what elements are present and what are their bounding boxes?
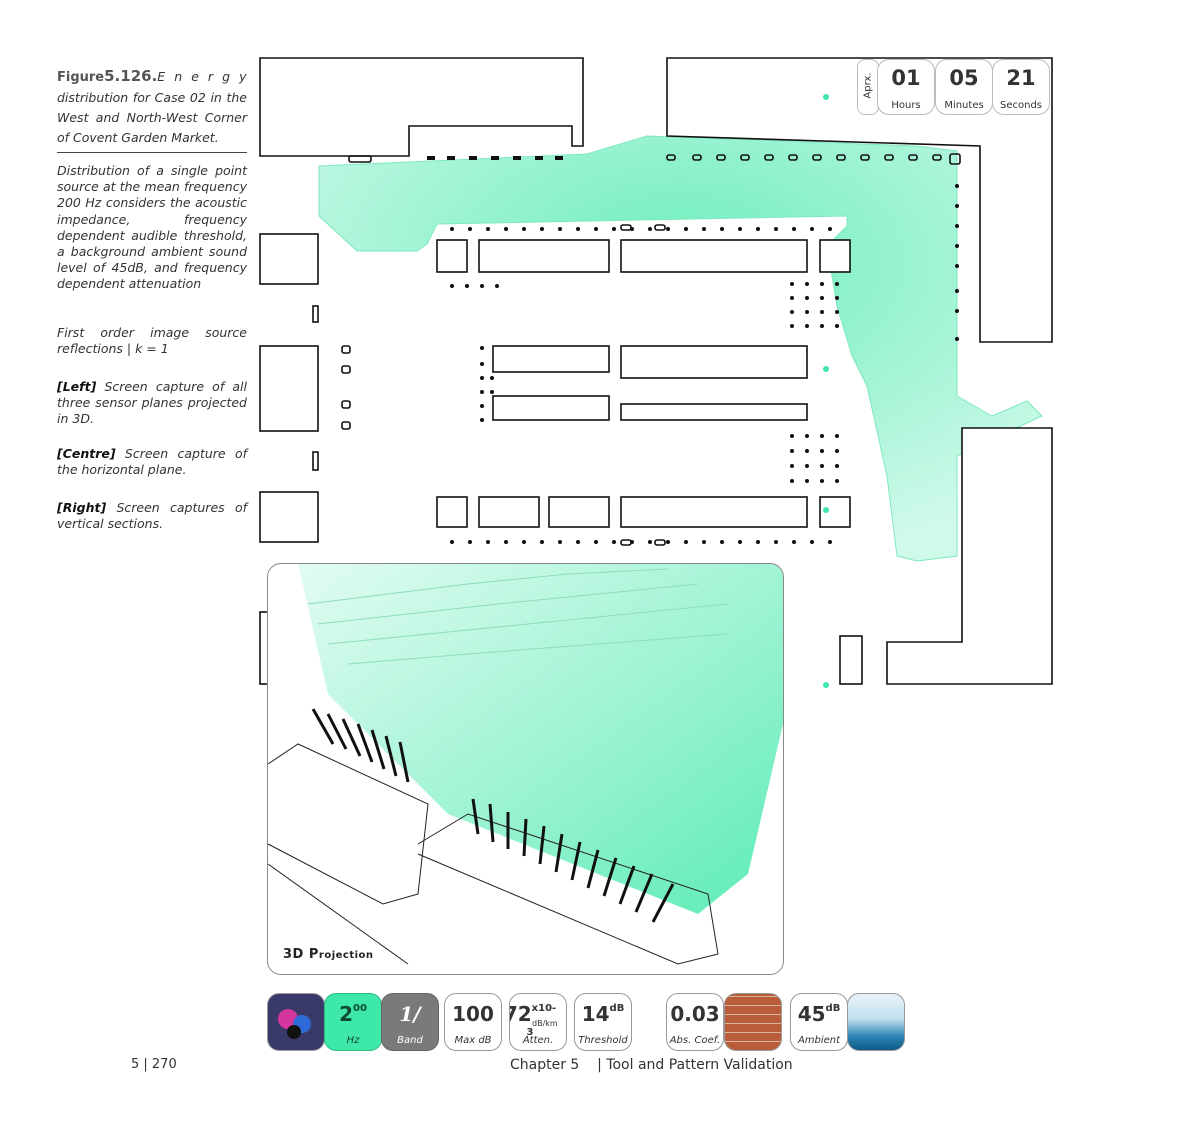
energy-volume <box>298 564 783 914</box>
description-centre: [Centre] Screen capture of the horizonta… <box>57 446 247 478</box>
contour-lines <box>307 568 729 665</box>
band-tile: 1/ Band <box>381 993 439 1051</box>
projection-3d-panel <box>267 563 784 975</box>
page-number: 5 | 270 <box>131 1057 177 1072</box>
source-map-thumbnail <box>267 993 325 1051</box>
max-db-tile: 100 Max dB <box>444 993 502 1051</box>
column-bars <box>311 708 675 923</box>
description-distribution: Distribution of a single point source at… <box>57 163 247 292</box>
north-colonnade <box>341 153 961 546</box>
energy-field <box>318 135 1043 562</box>
ambient-tile: 45dB Ambient <box>790 993 848 1051</box>
sensor-points <box>823 94 829 688</box>
absorption-coefficient-tile: 0.03 Abs. Coef. <box>666 993 724 1051</box>
frequency-tile: 200 Hz <box>324 993 382 1051</box>
north-dashes <box>427 156 563 160</box>
brick-material-thumbnail <box>724 993 782 1051</box>
figure-title-rest: distribution for Case 02 in the West and… <box>57 90 247 145</box>
city-ambient-thumbnail <box>847 993 905 1051</box>
figure-first-word: E n e r g y <box>157 69 247 84</box>
building-blocks <box>268 743 719 965</box>
figure-caption: Figure5.126.E n e r g y distribution for… <box>57 66 247 148</box>
caption-divider <box>57 152 247 153</box>
chapter-title: Chapter 5 | Tool and Pattern Validation <box>510 1057 793 1073</box>
description-reflections: First order image source reflections | k… <box>57 325 247 357</box>
attenuation-tile: 72x10-3 dB/km Atten. <box>509 993 567 1051</box>
building-outlines <box>259 57 1053 685</box>
description-right: [Right] Screen captures of vertical sect… <box>57 500 247 532</box>
projection-label: 3D Projection <box>283 947 374 962</box>
threshold-tile: 14dB Threshold <box>574 993 632 1051</box>
timer-approx-label: Aprx. <box>857 59 879 115</box>
figure-label: Figure5.126. <box>57 67 158 85</box>
description-left: [Left] Screen capture of all three senso… <box>57 379 247 427</box>
horizontal-plane-plan <box>259 57 1053 688</box>
